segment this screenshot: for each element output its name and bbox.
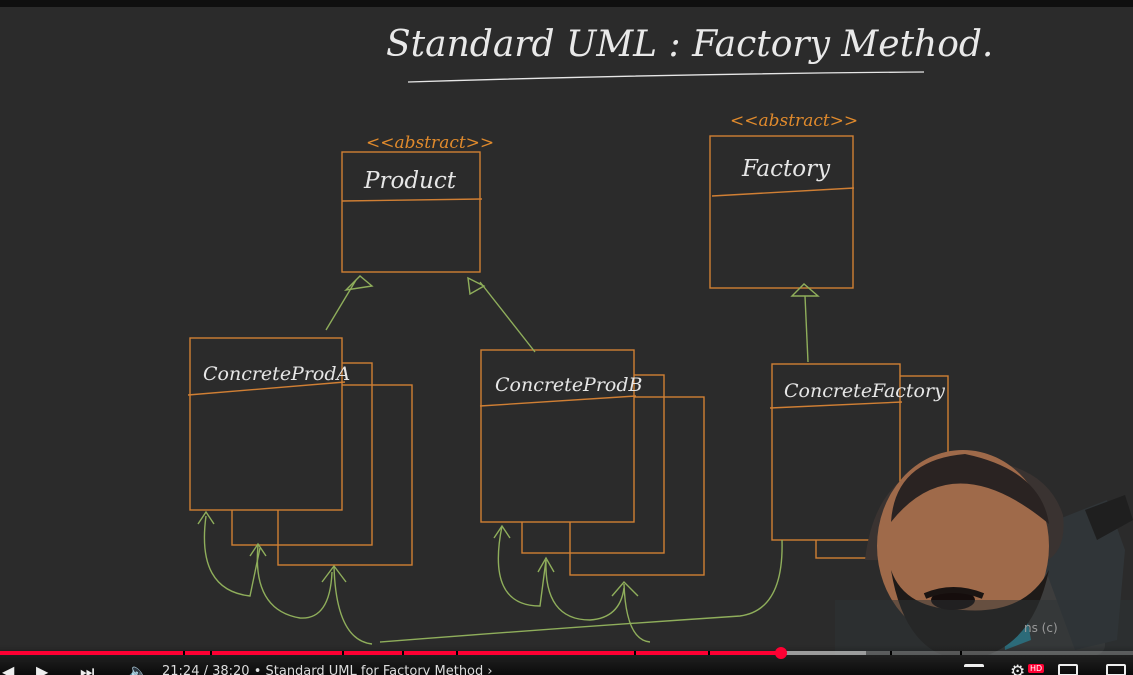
chapter-marker (402, 651, 404, 655)
board-title: Standard UML : Factory Method. (386, 24, 993, 65)
factory-stereotype: <<abstract>> (730, 111, 858, 131)
loop-b3 (623, 583, 651, 643)
chapter-marker (708, 651, 710, 655)
loop-a2-head (249, 542, 267, 557)
factory-divider (711, 187, 855, 197)
chapter-marker (890, 651, 892, 655)
arrow-b-head (467, 276, 486, 296)
loop-a2 (256, 544, 333, 619)
concrete-b-class-name: ConcreteProdB (495, 374, 643, 396)
play-icon[interactable]: ▶ (36, 662, 49, 675)
chapter-marker (634, 651, 636, 655)
concrete-factory-class-name: ConcreteFactory (784, 380, 945, 402)
product-class-name: Product (363, 168, 457, 194)
time-and-chapter[interactable]: 21:24 / 38:20 • Standard UML for Factory… (162, 664, 493, 675)
volume-icon[interactable]: 🔈 (128, 662, 148, 675)
arrow-a-to-product (325, 279, 357, 331)
webcam-overlay-text: ns (c) (1024, 621, 1058, 635)
inheritance-arrows (325, 275, 820, 363)
loop-b3-head (611, 580, 639, 597)
loop-a1 (203, 515, 261, 597)
concrete-factory-divider (769, 401, 903, 409)
association-arrows (197, 510, 921, 645)
concrete-a-class-box (189, 337, 343, 511)
loop-a1-head (197, 510, 215, 525)
loop-b2 (545, 559, 625, 621)
chapter-marker (960, 651, 962, 655)
arrow-cf-to-factory (804, 295, 809, 363)
loop-b1 (497, 525, 547, 607)
next-icon[interactable]: ⏭ (80, 662, 95, 675)
loop-b2-head (537, 556, 555, 573)
presenter-webcam: ns (c) (835, 400, 1133, 655)
progress-scrubber[interactable] (774, 647, 787, 659)
factory-class-box (709, 135, 854, 289)
title-underline (407, 71, 925, 83)
presenter-image (835, 450, 1133, 655)
progress-bar[interactable] (0, 647, 1133, 659)
arrow-b-to-product (479, 281, 536, 353)
concrete-a-class-name: ConcreteProdA (203, 363, 350, 385)
loop-b1-head (493, 524, 511, 539)
previous-icon[interactable]: ◀ (2, 662, 15, 675)
loop-a3 (333, 565, 373, 645)
subtitles-icon[interactable] (964, 664, 984, 675)
arrow-a-head (343, 275, 374, 292)
concrete-b-divider (479, 395, 637, 407)
top-edge-bar (0, 0, 1133, 7)
chapter-marker (456, 651, 458, 655)
concrete-b-class-box (480, 349, 635, 523)
theater-icon[interactable] (1058, 664, 1078, 675)
chapter-marker (210, 651, 212, 655)
chapter-marker (342, 651, 344, 655)
factory-class-name: Factory (741, 156, 831, 182)
progress-played (0, 651, 781, 655)
product-class-box (341, 151, 481, 273)
chapter-marker (183, 651, 185, 655)
product-divider (341, 198, 483, 202)
fullscreen-icon[interactable] (1106, 664, 1126, 675)
hd-badge: HD (1028, 664, 1045, 673)
settings-icon[interactable]: ⚙ (1010, 662, 1026, 675)
loop-cf (379, 539, 783, 643)
arrow-cf-head (790, 283, 820, 297)
player-controls-bar (0, 645, 1133, 675)
product-stereotype: <<abstract>> (366, 133, 494, 153)
concrete-a-divider (187, 381, 346, 396)
